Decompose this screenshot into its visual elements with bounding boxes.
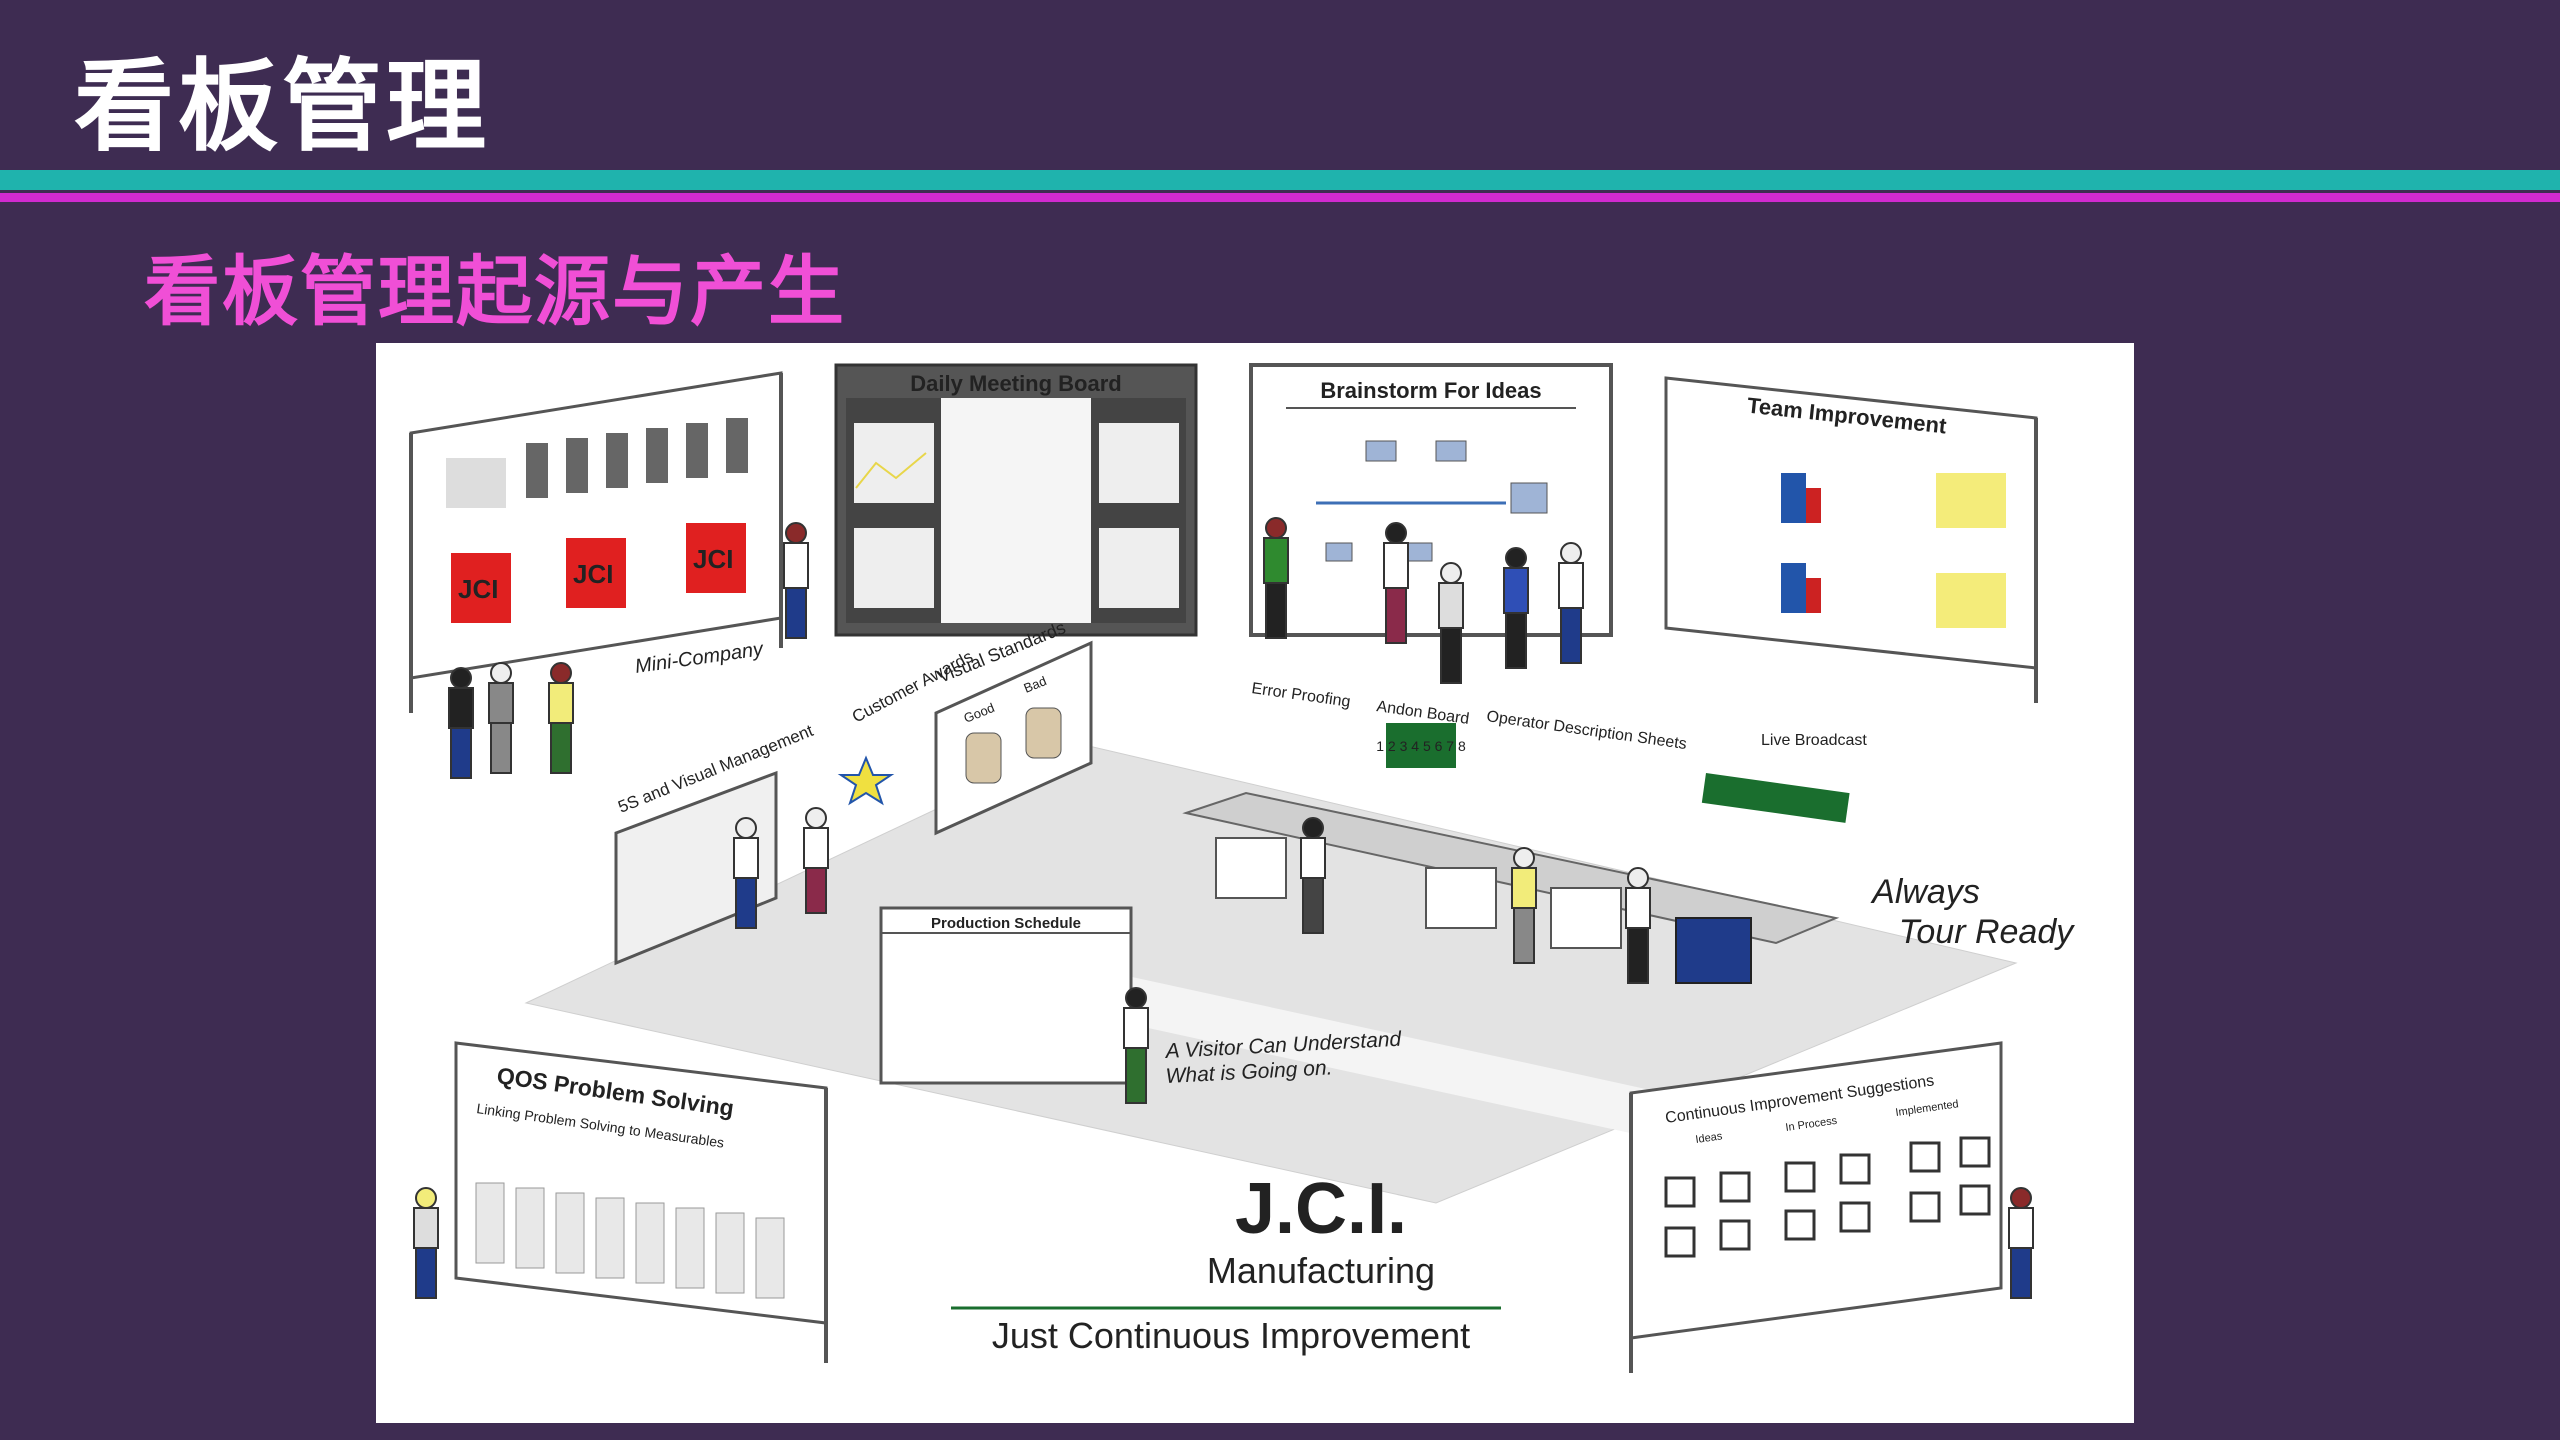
- factory-floor: [524, 742, 2018, 1204]
- svg-text:JCI: JCI: [693, 544, 733, 574]
- svg-text:Brainstorm For Ideas: Brainstorm For Ideas: [1320, 378, 1541, 403]
- slide-title: 看板管理: [74, 48, 490, 165]
- jci-branding: J.C.I. Manufacturing Just Continuous Imp…: [951, 1169, 1501, 1356]
- svg-text:Daily Meeting Board: Daily Meeting Board: [910, 371, 1121, 396]
- production-schedule-board: Production Schedule: [879, 906, 1133, 1085]
- jci-visual-factory-illustration: JCI JCI JCI Mini-Company Daily Meeting B…: [376, 343, 2134, 1423]
- brainstorm-board: Brainstorm For Ideas: [1249, 363, 1613, 637]
- magenta-divider: [0, 193, 2560, 202]
- svg-text:Tour Ready: Tour Ready: [1899, 913, 2076, 951]
- svg-text:JCI: JCI: [573, 559, 613, 589]
- svg-text:J.C.I.: J.C.I.: [1235, 1169, 1407, 1249]
- svg-text:Just Continuous Improvement: Just Continuous Improvement: [992, 1315, 1470, 1356]
- jci-logo-panels: JCI JCI JCI: [451, 523, 746, 623]
- svg-text:Operator Description Sheets: Operator Description Sheets: [1485, 708, 1687, 753]
- mini-company-board: JCI JCI JCI Mini-Company: [409, 371, 783, 713]
- mini-company-label: Mini-Company: [634, 638, 766, 678]
- svg-text:Error Proofing: Error Proofing: [1250, 680, 1351, 711]
- people-figures: [413, 517, 2034, 1299]
- daily-meeting-board: Daily Meeting Board: [834, 363, 1198, 637]
- teal-divider: [0, 170, 2560, 190]
- svg-text:Live Broadcast: Live Broadcast: [1761, 732, 1867, 749]
- svg-text:1 2 3 4 5 6 7 8: 1 2 3 4 5 6 7 8: [1376, 738, 1466, 754]
- svg-text:Production Schedule: Production Schedule: [931, 915, 1081, 932]
- svg-text:Always: Always: [1870, 873, 1980, 911]
- continuous-improvement-board: Continuous Improvement Suggestions Ideas…: [1629, 1041, 2003, 1373]
- slide-subtitle: 看板管理起源与产生: [144, 247, 846, 336]
- svg-text:Manufacturing: Manufacturing: [1207, 1250, 1435, 1291]
- svg-text:Ideas: Ideas: [1695, 1130, 1724, 1146]
- team-improvement-board: Team Improvement: [1664, 376, 2038, 703]
- svg-text:JCI: JCI: [458, 574, 498, 604]
- qos-board: QOS Problem Solving Linking Problem Solv…: [454, 1041, 828, 1363]
